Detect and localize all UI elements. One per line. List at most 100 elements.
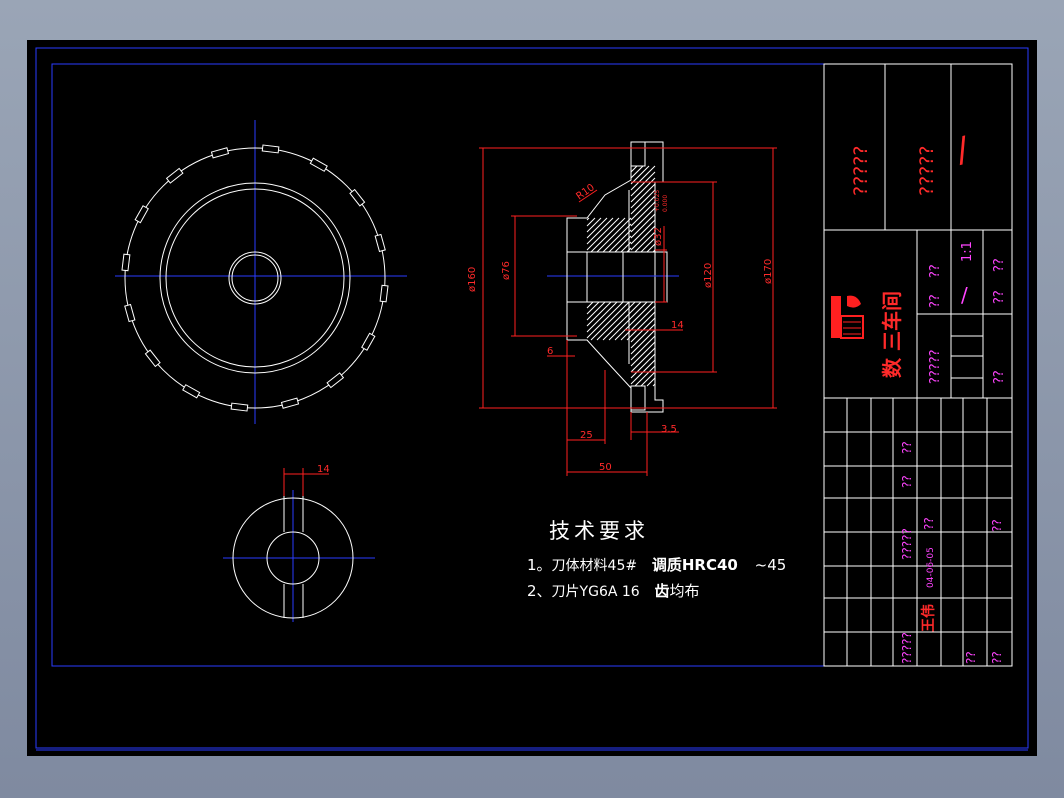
hatch-line: [630, 305, 656, 331]
hatch-line: [602, 223, 632, 253]
hatch-line: [646, 377, 656, 387]
hatch-line: [586, 301, 612, 327]
hatch-line: [630, 165, 644, 179]
hatch-line: [586, 217, 608, 239]
hatch-line: [630, 207, 656, 233]
washer-view: 14: [223, 464, 375, 622]
tb-designer: 王伟: [920, 604, 937, 632]
hatch-line: [630, 311, 656, 337]
cutter-tooth: [144, 349, 161, 368]
hatch-line: [586, 217, 614, 245]
hatch-line: [602, 311, 632, 341]
cutter-tooth: [210, 147, 230, 159]
cutter-tooth: [280, 397, 300, 409]
hatch-line: [630, 165, 650, 185]
dim-d32-tol-lower: 0.000: [662, 195, 669, 212]
hatch-line: [630, 301, 636, 307]
hatch-line: [634, 231, 656, 253]
hatch-line: [630, 183, 656, 209]
hatch-line: [586, 217, 602, 233]
company-logo: [831, 295, 864, 339]
hatch-line: [626, 335, 632, 341]
hatch-line: [630, 301, 654, 325]
hatch-line: [608, 229, 632, 253]
tb-q-m: ??: [964, 651, 978, 664]
tb-q-g: ??: [900, 441, 914, 454]
tb-workshop: 数 三车间: [880, 291, 904, 378]
cutter-tooth: [124, 303, 136, 323]
tb-q-a: ??: [928, 264, 943, 278]
hatch-line: [630, 225, 656, 251]
tb-scale: 1:1: [960, 241, 975, 262]
cutter-tooth: [182, 384, 201, 399]
hatch-line: [630, 301, 648, 319]
tb-q-h: ??: [900, 475, 914, 488]
hatch-line: [640, 237, 656, 253]
dim-d32: ø32: [653, 227, 664, 246]
dim-d76: ø76: [501, 261, 512, 280]
tb-q-c: ?????: [928, 350, 943, 385]
tb-q-i: ?????: [900, 528, 914, 560]
dim-6: 6: [547, 346, 553, 357]
hatch-line: [630, 195, 656, 221]
cutter-tooth: [230, 402, 249, 412]
dim-50: 50: [599, 462, 612, 473]
tb-placeholder-1: ?????: [850, 146, 872, 196]
title-block: / ????? ????? 数 三车间 1:1 / ?? ?? ????? ??…: [823, 63, 1013, 667]
tb-q-f: ??: [992, 370, 1007, 384]
dim-25: 25: [580, 430, 593, 441]
hatch-line: [630, 171, 656, 197]
drawing-svg: 14: [35, 47, 1029, 751]
dim-14: 14: [671, 320, 684, 331]
hatch-line: [586, 217, 590, 221]
hatch-line: [630, 165, 656, 191]
hatch-line: [586, 301, 606, 321]
hatch-line: [626, 247, 632, 253]
hatch-line: [630, 335, 656, 361]
tb-q-n: ??: [990, 651, 1004, 664]
cutter-teeth: [121, 144, 389, 412]
hatch-line: [630, 189, 656, 215]
tb-placeholder-2: ?????: [916, 146, 938, 196]
dim-d32-tol-upper: +0.025: [654, 190, 661, 212]
key-width-dim: 14: [317, 464, 330, 475]
hatch-line: [596, 305, 632, 341]
dim-d160: ø160: [467, 267, 478, 292]
tb-slash-mid: /: [961, 283, 968, 307]
hatch-line: [646, 243, 656, 253]
tb-q-j: ?????: [900, 632, 914, 664]
tb-q-e: ??: [992, 290, 1007, 304]
hatch-line: [630, 165, 638, 173]
cutter-tooth: [261, 144, 280, 154]
tech-req-title: 技术要求: [549, 519, 649, 543]
hatch-line: [586, 301, 600, 315]
hatch-line: [620, 329, 632, 341]
dim-d170: ø170: [763, 259, 774, 284]
tb-date: 04-06-05: [926, 547, 936, 588]
hatch-line: [586, 217, 620, 251]
cutter-tooth: [309, 157, 328, 172]
section-view: ø160 ø76 ø32 +0.025 0.000 ø120 ø170 R10 …: [467, 141, 777, 476]
cutter-tooth: [379, 284, 389, 303]
cutter-tooth: [165, 167, 184, 184]
hatch-line: [614, 235, 632, 253]
req-1: 1。刀体材料45# 调质HRC40 ~45: [527, 556, 786, 574]
hatch-line: [630, 347, 656, 373]
cutter-tooth: [121, 253, 131, 272]
hatch-line: [630, 213, 656, 239]
hatch-line: [630, 329, 656, 355]
cutter-tooth: [349, 188, 366, 207]
dim-d120: ø120: [703, 263, 714, 288]
hatch-line: [652, 249, 656, 253]
hatch-line: [630, 301, 642, 313]
tb-q-l: ??: [990, 519, 1004, 532]
cutter-tooth: [374, 233, 386, 253]
hatch-line: [586, 301, 624, 339]
cutter-tooth: [326, 372, 345, 389]
dim-r10: R10: [574, 182, 596, 202]
section-hatching: [586, 165, 656, 387]
hatch-line: [608, 317, 632, 341]
hatch-line: [630, 341, 656, 367]
hatch-line: [590, 301, 630, 341]
hatch-line: [614, 323, 632, 341]
